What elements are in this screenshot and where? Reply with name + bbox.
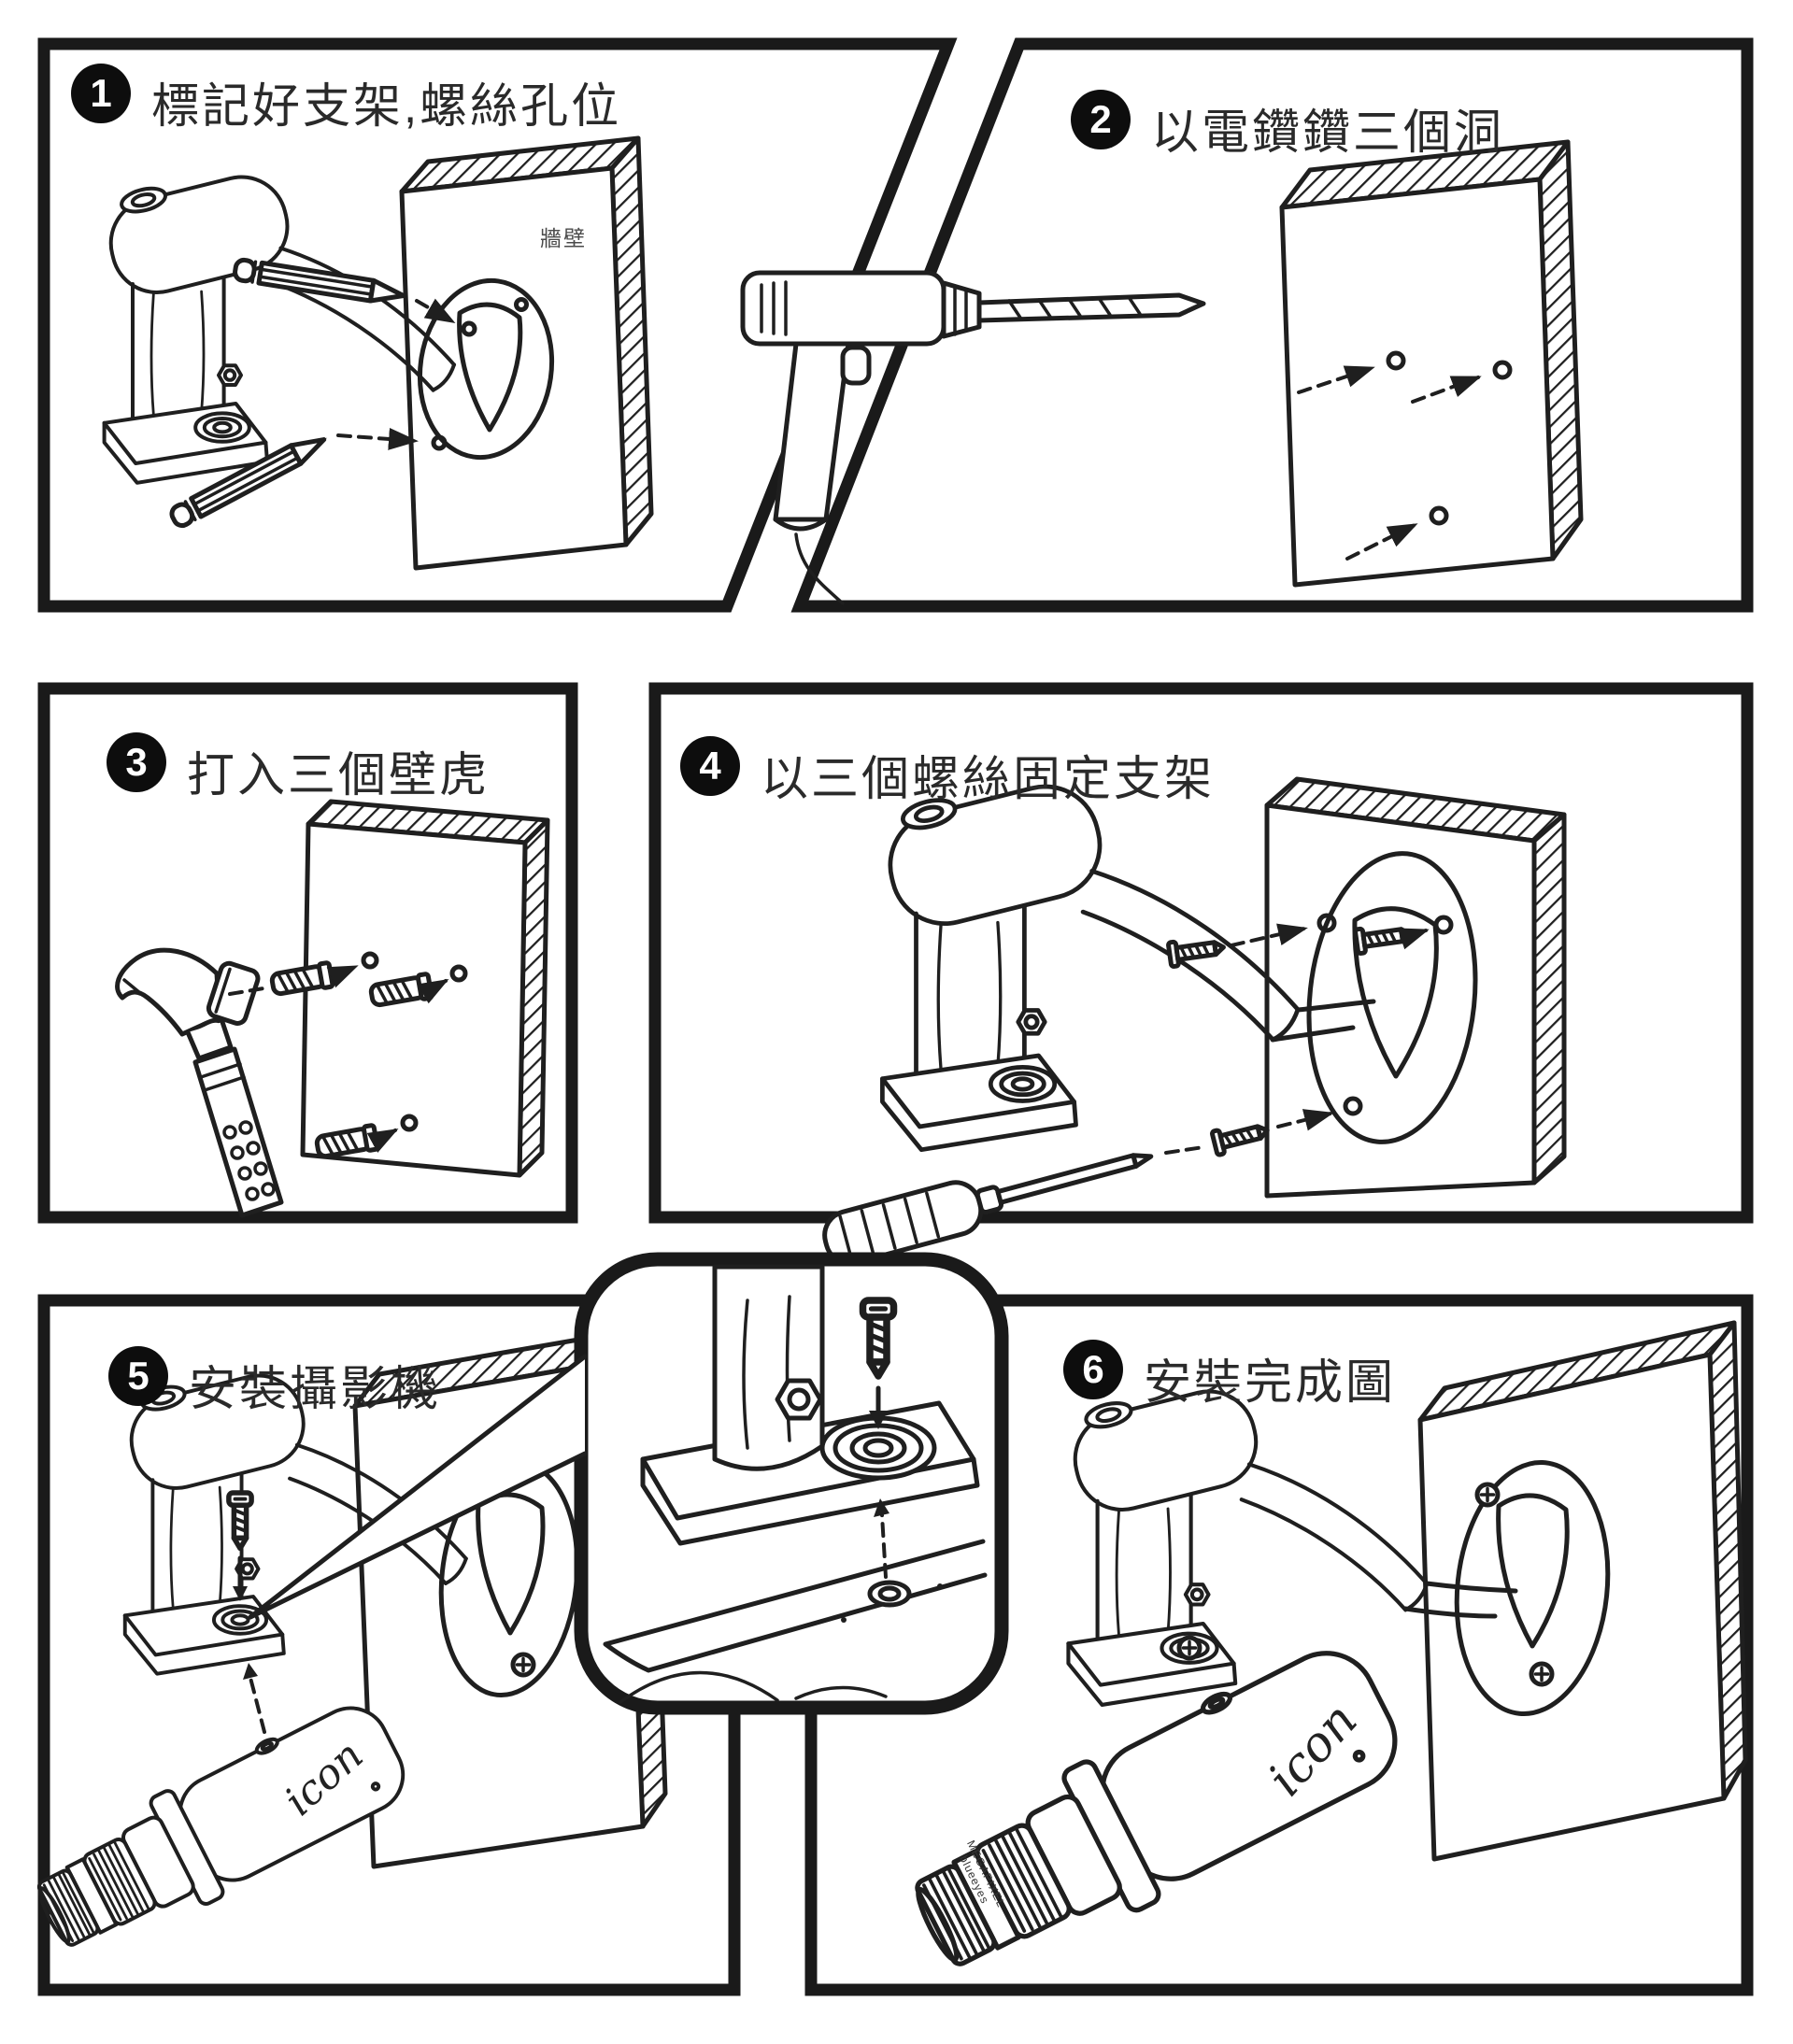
dashed-arrow	[1397, 928, 1430, 950]
mounting-plate-illustration	[1454, 1459, 1611, 1717]
dashed-arrow	[326, 965, 359, 988]
screwdriver-icon	[822, 1153, 1154, 1266]
panel-3-illustration	[115, 799, 550, 1218]
dashed-arrow	[417, 979, 449, 1004]
screw-icon	[229, 1493, 251, 1548]
callout-detail-illustration	[603, 1264, 988, 1704]
wall-hole	[361, 951, 379, 970]
step-4-title: 以三個螺絲固定支架	[761, 752, 1216, 805]
dashed-arrow	[1297, 365, 1375, 394]
drilled-hole	[1429, 505, 1449, 526]
step-5-title: 安裝攝影機	[189, 1362, 442, 1415]
mounting-plate-illustration	[1306, 851, 1478, 1144]
bracket-arm-extension	[1270, 999, 1376, 1043]
step-4-badge: 4	[680, 736, 740, 796]
dashed-line	[228, 987, 265, 996]
wall-board-illustration	[1279, 139, 1584, 588]
drilled-hole	[1386, 350, 1406, 371]
dashed-up-arrow	[249, 1676, 266, 1734]
dashed-arrow	[1345, 523, 1418, 561]
step-3-badge: 3	[107, 732, 166, 792]
step-1-badge: 1	[71, 64, 131, 123]
step-1-title: 標記好支架,螺絲孔位	[151, 79, 622, 133]
panel-2-illustration	[740, 139, 1584, 605]
dashed-arrow	[366, 1128, 399, 1153]
callout-bubble	[248, 1252, 1009, 1715]
bracket-arm-extension	[1402, 1581, 1518, 1619]
step-3-title: 打入三個壁虎	[187, 748, 491, 802]
dashed-arrow	[415, 298, 456, 324]
wall-hole	[449, 964, 468, 983]
step-2-badge: 2	[1071, 90, 1131, 149]
drill-icon	[740, 270, 1206, 605]
dashed-arrow	[336, 427, 419, 450]
panel-4-illustration	[822, 763, 1567, 1266]
step-5-badge: 5	[108, 1346, 168, 1406]
drilled-hole	[1492, 360, 1513, 380]
step-2-title: 以電鑽鑽三個洞	[1151, 106, 1505, 159]
panel-6-illustration	[895, 1320, 1748, 1998]
mounting-plate-illustration	[417, 277, 555, 461]
dashed-line	[1164, 1145, 1205, 1155]
wall-label: 牆壁	[540, 226, 587, 250]
up-arrow-head	[243, 1663, 258, 1680]
dashed-arrow	[1230, 923, 1308, 947]
step-6-badge: 6	[1063, 1340, 1123, 1399]
wall-hole	[400, 1114, 419, 1132]
dashed-arrow	[1276, 1109, 1334, 1131]
down-arrow-head	[233, 1586, 248, 1601]
step-6-title: 安裝完成圖	[1144, 1356, 1397, 1409]
callout-pointer-edges	[248, 1354, 588, 1620]
dashed-arrow	[1411, 376, 1482, 404]
installed-screw-icon	[1179, 1638, 1200, 1658]
panel-1-illustration	[99, 135, 654, 571]
